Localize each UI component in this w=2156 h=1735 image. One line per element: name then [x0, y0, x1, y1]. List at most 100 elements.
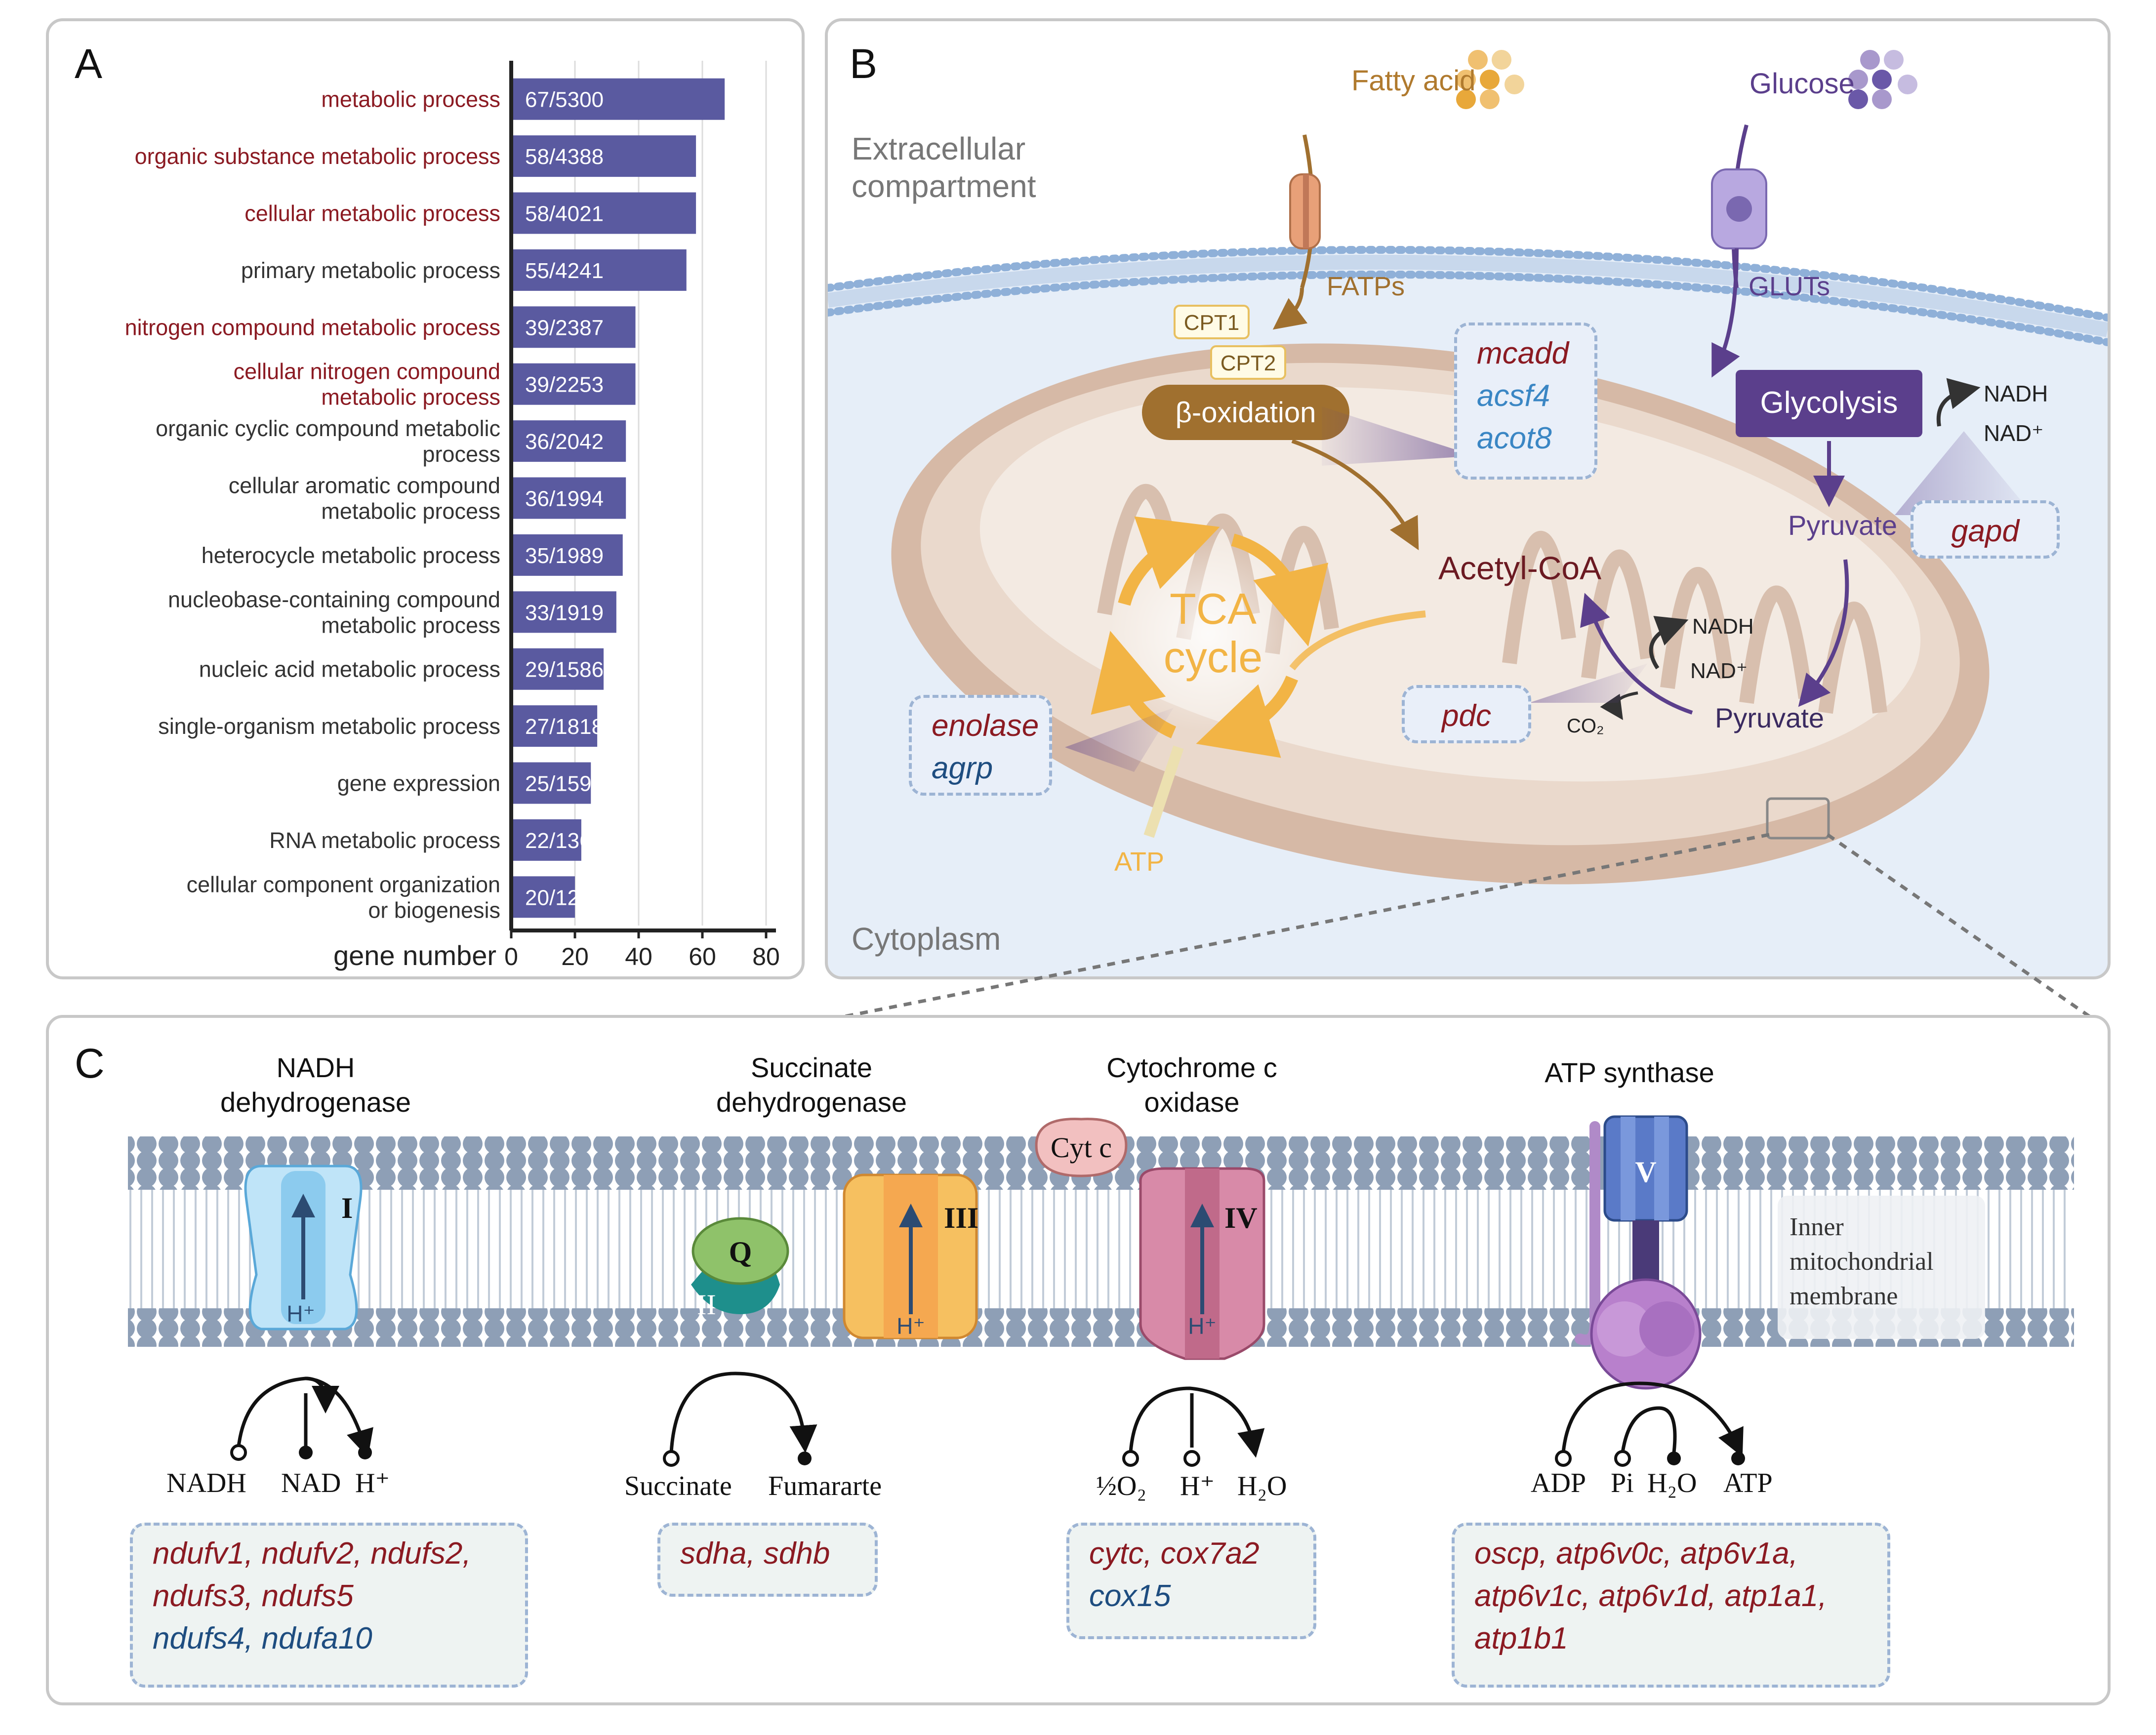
atp-reaction-arrow	[1555, 1381, 1745, 1467]
x-tick-label: 80	[752, 943, 780, 970]
tca-label-2: cycle	[1164, 633, 1263, 682]
bar	[511, 135, 696, 177]
membrane-label-1: Inner	[1790, 1213, 1844, 1241]
x-tick-label: 20	[561, 943, 589, 970]
bar-value-label: 36/2042	[525, 430, 604, 454]
bar	[511, 705, 598, 747]
glut-transporter-icon	[1711, 168, 1767, 249]
atp-atp: ATP	[1723, 1468, 1773, 1498]
category-label: organic substance metabolic process	[135, 144, 500, 169]
c1-hplus: H⁺	[355, 1468, 390, 1498]
metabolism-diagram: Fatty acid Glucose Extracellular compart…	[828, 21, 2108, 957]
glucose-label: Glucose	[1749, 68, 1855, 100]
glycolysis-label: Glycolysis	[1760, 386, 1898, 420]
fatp-transporter-icon	[1289, 173, 1321, 249]
fatty-acid-icon	[1456, 50, 1524, 109]
complex-iii-label: III	[944, 1202, 978, 1234]
atp-gene-line: atp1b1	[1474, 1621, 1568, 1655]
q-ubiquinone-icon	[692, 1217, 789, 1285]
complex-i-icon	[244, 1165, 363, 1331]
complex4-reaction-arrow	[1122, 1386, 1265, 1467]
c2-gene-line: sdha, sdhb	[680, 1536, 830, 1571]
complex1-title-1: NADH	[277, 1052, 355, 1083]
gene-gapd: gapd	[1951, 514, 2019, 548]
category-label: metabolic process	[321, 612, 500, 638]
bar-value-label: 35/1989	[525, 544, 604, 568]
bar	[511, 591, 616, 633]
c1-gene-line: ndufs3, ndufs5	[153, 1579, 354, 1613]
atp-synthase-label: V	[1635, 1156, 1656, 1188]
bar	[511, 192, 696, 234]
cytc-label: Cyt c	[1051, 1131, 1112, 1164]
c1-nadh: NADH	[166, 1468, 246, 1498]
q-label: Q	[729, 1236, 752, 1268]
atp-output-arrow	[1143, 745, 1184, 838]
category-label: gene expression	[337, 771, 500, 796]
complex1-gene-box: ndufv1, ndufv2, ndufs2, ndufs3, ndufs5 n…	[130, 1523, 528, 1688]
c1-nad: NAD	[281, 1468, 341, 1498]
bar	[511, 249, 687, 291]
pyruvate-cytoplasm-label: Pyruvate	[1788, 510, 1897, 541]
extracellular-label-1: Extracellular	[852, 131, 1025, 166]
category-label: nucleic acid metabolic process	[199, 657, 500, 682]
cytoplasm-label: Cytoplasm	[852, 921, 1001, 957]
complex-iv-hplus: H⁺	[1188, 1313, 1217, 1339]
category-label: nitrogen compound metabolic process	[125, 315, 500, 340]
bar-value-label: 67/5300	[525, 88, 604, 112]
cpt2-box	[1210, 345, 1286, 380]
inner-membrane-bilayer	[128, 1136, 2074, 1347]
complex4-title-1: Cytochrome c	[1106, 1052, 1277, 1083]
bar	[511, 420, 626, 462]
bar-value-label: 39/2387	[525, 316, 604, 340]
c4-o2: ½O₂	[1096, 1471, 1146, 1501]
bar-value-label: 22/1364	[525, 829, 604, 853]
etc-diagram: NADH dehydrogenase Succinate dehydrogena…	[128, 1052, 2074, 1501]
bar-value-label: 58/4388	[525, 145, 604, 169]
glycolysis-nad: NAD⁺	[1984, 420, 2043, 446]
category-label: cellular component organization	[187, 872, 500, 897]
category-label: RNA metabolic process	[269, 828, 500, 853]
category-label: cellular metabolic process	[244, 201, 500, 226]
bar-value-label: 20/1200	[525, 886, 604, 910]
panel-c: C NADH dehydrogenase Succinate dehydroge…	[46, 1015, 2111, 1705]
atp-h2o: H₂O	[1647, 1468, 1697, 1498]
beta-oxidation-label: β-oxidation	[1176, 397, 1316, 429]
complex-iv-icon	[1139, 1167, 1265, 1360]
glut-arrow	[1711, 248, 1740, 378]
membrane-zoom-box	[1766, 797, 1830, 840]
go-bar-chart: 67/5300 metabolic process 58/4388 organic s…	[125, 61, 780, 971]
panel-label-b: B	[850, 40, 878, 87]
fatp-arrow	[1272, 287, 1308, 330]
fatps-label: FATPs	[1327, 272, 1405, 301]
gapd-gene-box: gapd	[1911, 500, 2060, 559]
bar	[511, 648, 604, 690]
bar-value-label: 58/4021	[525, 202, 604, 226]
plasma-membrane-core	[828, 254, 2108, 337]
complex-iii-hplus: H⁺	[896, 1313, 925, 1339]
complex1-reaction-arrow	[230, 1376, 373, 1461]
category-label: heterocycle metabolic process	[202, 543, 500, 568]
x-tick-label: 60	[689, 943, 716, 970]
bar	[511, 306, 636, 348]
category-label: single-organism metabolic process	[158, 714, 500, 739]
cpt2-label: CPT2	[1220, 351, 1276, 375]
complex2-title-1: Succinate	[751, 1052, 872, 1083]
bar	[511, 876, 575, 918]
c4-h2o: H₂O	[1237, 1471, 1287, 1501]
beta-oxidation-box	[1142, 385, 1349, 440]
atp-gene-line: atp6v1c, atp6v1d, atp1a1,	[1474, 1579, 1827, 1613]
category-label: or biogenesis	[368, 897, 500, 923]
gene-agrp: agrp	[932, 751, 993, 785]
gene-enolase: enolase	[932, 709, 1039, 743]
tca-label-1: TCA	[1170, 584, 1257, 633]
category-label: nucleobase-containing compound	[168, 587, 500, 612]
atp-synthase-title: ATP synthase	[1545, 1057, 1714, 1088]
bar	[511, 762, 591, 804]
complex-i-hplus: H⁺	[286, 1301, 315, 1327]
beta-oxidation-gene-box: mcadd acsf4 acot8	[1454, 323, 1597, 480]
bar	[511, 477, 626, 519]
complex2-gene-box: sdha, sdhb	[657, 1523, 878, 1597]
glycolysis-nadh: NADH	[1984, 381, 2048, 406]
panel-label-a: A	[75, 40, 103, 87]
tca-gene-pointer	[1065, 708, 1174, 772]
